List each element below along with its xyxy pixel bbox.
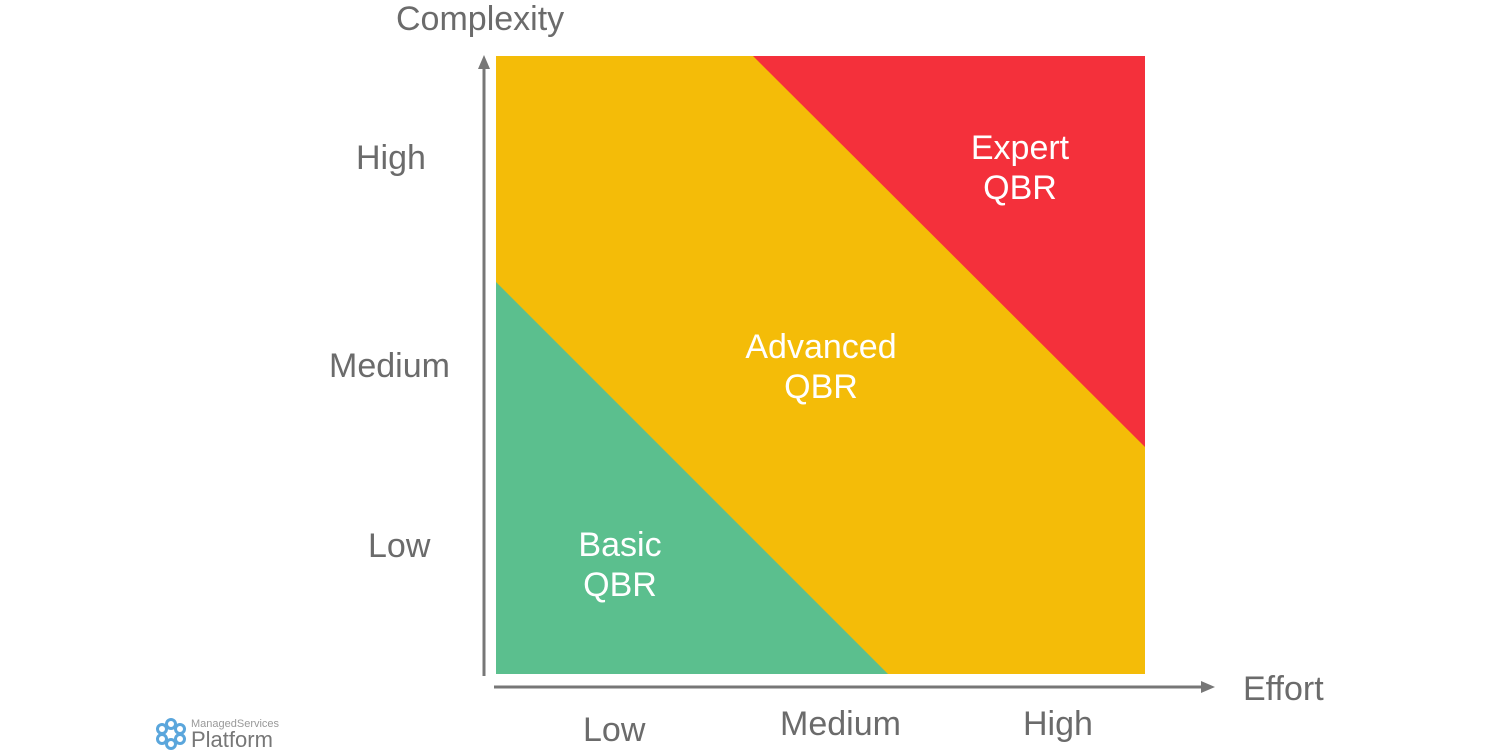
expert-zone-label: Expert QBR [955, 128, 1085, 208]
y-tick-high: High [356, 139, 426, 177]
managedservices-platform-logo: ManagedServices Platform [155, 718, 279, 750]
x-tick-low: Low [583, 711, 646, 749]
advanced-line1: Advanced [745, 328, 897, 366]
basic-zone-label: Basic QBR [560, 525, 680, 605]
basic-line1: Basic [578, 526, 662, 564]
y-axis-arrow [478, 55, 490, 69]
x-axis-arrow [1201, 681, 1215, 693]
asterisk-logo-icon [156, 718, 186, 750]
x-tick-high: High [1023, 705, 1093, 743]
y-axis-title: Complexity [396, 0, 565, 38]
advanced-zone-label: Advanced QBR [721, 327, 921, 407]
advanced-line2: QBR [784, 368, 858, 406]
x-axis-title: Effort [1243, 670, 1324, 708]
expert-zone [753, 56, 1145, 447]
y-tick-low: Low [368, 527, 431, 565]
expert-line2: QBR [983, 169, 1057, 207]
x-tick-medium: Medium [780, 705, 901, 743]
basic-line2: QBR [583, 566, 657, 604]
expert-line1: Expert [970, 129, 1070, 167]
logo-big-text: Platform [191, 726, 273, 752]
y-tick-medium: Medium [329, 347, 450, 385]
logo-small-text: ManagedServices [191, 717, 280, 730]
basic-zone [496, 282, 888, 674]
